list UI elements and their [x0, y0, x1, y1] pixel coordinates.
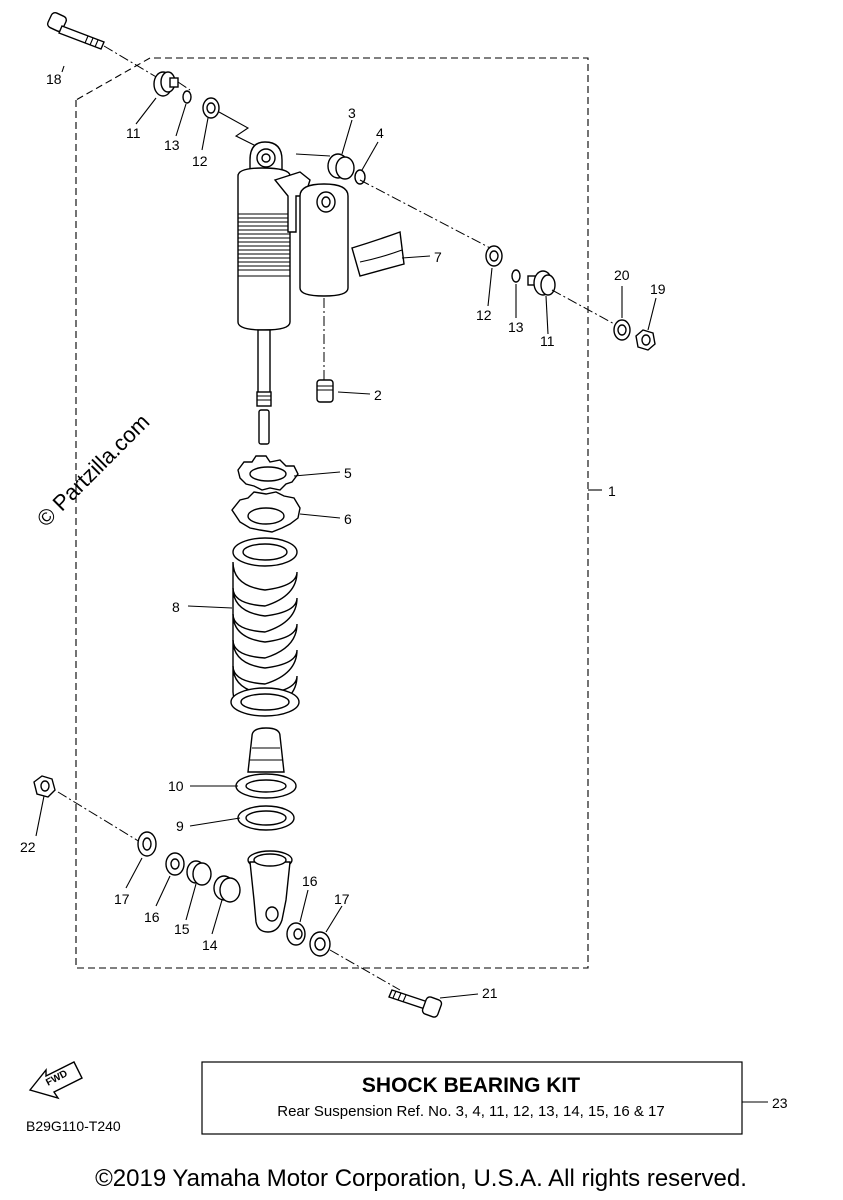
callout-16-left: 16 [144, 909, 160, 925]
part-3-collar[interactable] [327, 153, 355, 180]
part-22-nut[interactable] [33, 775, 56, 798]
part-18-bolt[interactable] [46, 11, 105, 50]
part-21-bolt[interactable] [388, 989, 443, 1018]
callout-9: 9 [176, 818, 184, 834]
callout-6: 6 [344, 511, 352, 527]
callout-20: 20 [614, 267, 630, 283]
part-7-band[interactable] [351, 231, 405, 277]
part-5-ring-nut[interactable] [237, 455, 299, 491]
callout-12-left: 12 [192, 153, 208, 169]
part-6-ring-nut[interactable] [231, 491, 301, 533]
callout-4: 4 [376, 125, 384, 141]
callout-13-left: 13 [164, 137, 180, 153]
part-19-nut[interactable] [635, 329, 656, 351]
part-17-washer-left[interactable] [137, 831, 157, 857]
callout-15: 15 [174, 921, 190, 937]
part-12-washer-left[interactable] [202, 97, 220, 119]
part-15-collar[interactable] [186, 860, 212, 886]
callout-12-right: 12 [476, 307, 492, 323]
callout-18: 18 [46, 71, 62, 87]
part-2-valve-cap[interactable] [316, 379, 334, 403]
callout-3: 3 [348, 105, 356, 121]
part-13-oring-right[interactable] [511, 269, 521, 283]
part-16-seal-left[interactable] [165, 852, 185, 876]
diagram-code: B29G110-T240 [26, 1118, 121, 1134]
shock-lower-clevis[interactable] [247, 850, 293, 933]
part-13-oring-left[interactable] [182, 90, 192, 104]
callout-17-left: 17 [114, 891, 130, 907]
callout-21: 21 [482, 985, 498, 1001]
callout-5: 5 [344, 465, 352, 481]
part-4-oring[interactable] [354, 169, 366, 185]
callout-22: 22 [20, 839, 36, 855]
copyright: ©2019 Yamaha Motor Corporation, U.S.A. A… [95, 1165, 747, 1192]
part-12-washer-right[interactable] [485, 245, 503, 267]
kit-subtitle: Rear Suspension Ref. No. 3, 4, 11, 12, 1… [277, 1103, 664, 1120]
fwd-arrow-icon: FWD [28, 1061, 83, 1100]
kit-title: SHOCK BEARING KIT [362, 1074, 580, 1097]
callout-16-right: 16 [302, 873, 318, 889]
assembly-boundary [75, 57, 589, 969]
callout-11-right: 11 [540, 333, 555, 349]
part-16-seal-right[interactable] [286, 922, 306, 946]
shock-absorber-body[interactable] [237, 141, 349, 445]
callout-14: 14 [202, 937, 218, 953]
part-17-washer-right[interactable] [309, 931, 331, 957]
part-20-washer[interactable] [613, 319, 631, 341]
callout-1: 1 [608, 483, 616, 499]
kit-ref: 23 [772, 1095, 788, 1111]
callout-8: 8 [172, 599, 180, 615]
callout-17-right: 17 [334, 891, 350, 907]
watermark: © Partzilla.com [32, 409, 155, 532]
callout-2: 2 [374, 387, 382, 403]
part-11-collar-left[interactable] [153, 71, 179, 97]
part-10-bump-stop[interactable] [235, 727, 297, 799]
part-8-spring[interactable] [230, 537, 300, 717]
kit-box [201, 1061, 743, 1135]
part-14-bearing[interactable] [213, 875, 241, 903]
callout-13-right: 13 [508, 319, 524, 335]
callout-19: 19 [650, 281, 666, 297]
part-9-spring-seat[interactable] [237, 805, 295, 831]
callout-11-left: 11 [126, 125, 141, 141]
callout-10: 10 [168, 778, 184, 794]
callout-7: 7 [434, 249, 442, 265]
part-11-collar-right[interactable] [527, 270, 556, 296]
